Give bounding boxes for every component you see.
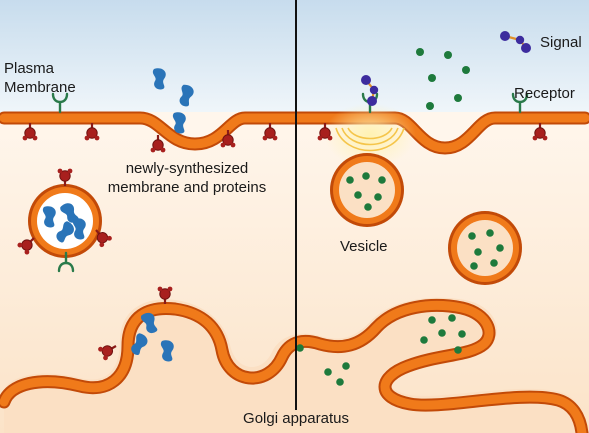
newly-synthesized-label-line2: membrane and proteins — [107, 179, 267, 196]
receptor-label: Receptor — [514, 85, 575, 102]
right-membrane-pit-fill — [395, 112, 495, 145]
fusion-ripples — [335, 127, 405, 152]
golgi-green-cargo — [296, 314, 466, 386]
fusing-vesicle — [330, 153, 404, 227]
vesicle-label: Vesicle — [340, 238, 388, 255]
plasma-membrane-label-line2: Membrane — [4, 79, 76, 96]
secretory-vesicle — [448, 211, 522, 285]
signal-label: Signal — [540, 34, 582, 51]
membrane-vesicle-left — [15, 167, 114, 273]
newly-synthesized-label-line1: newly-synthesized — [125, 160, 249, 177]
released-cargo — [416, 48, 470, 110]
bound-signal-molecule — [361, 75, 379, 106]
plasma-membrane-label-line1: Plasma — [4, 60, 55, 77]
fusion-glow — [324, 103, 416, 167]
extracellular-space — [0, 0, 589, 122]
signal-molecule-legend — [500, 31, 531, 53]
left-membrane-pit-fill — [140, 112, 245, 140]
golgi-apparatus-label: Golgi apparatus — [243, 410, 349, 427]
